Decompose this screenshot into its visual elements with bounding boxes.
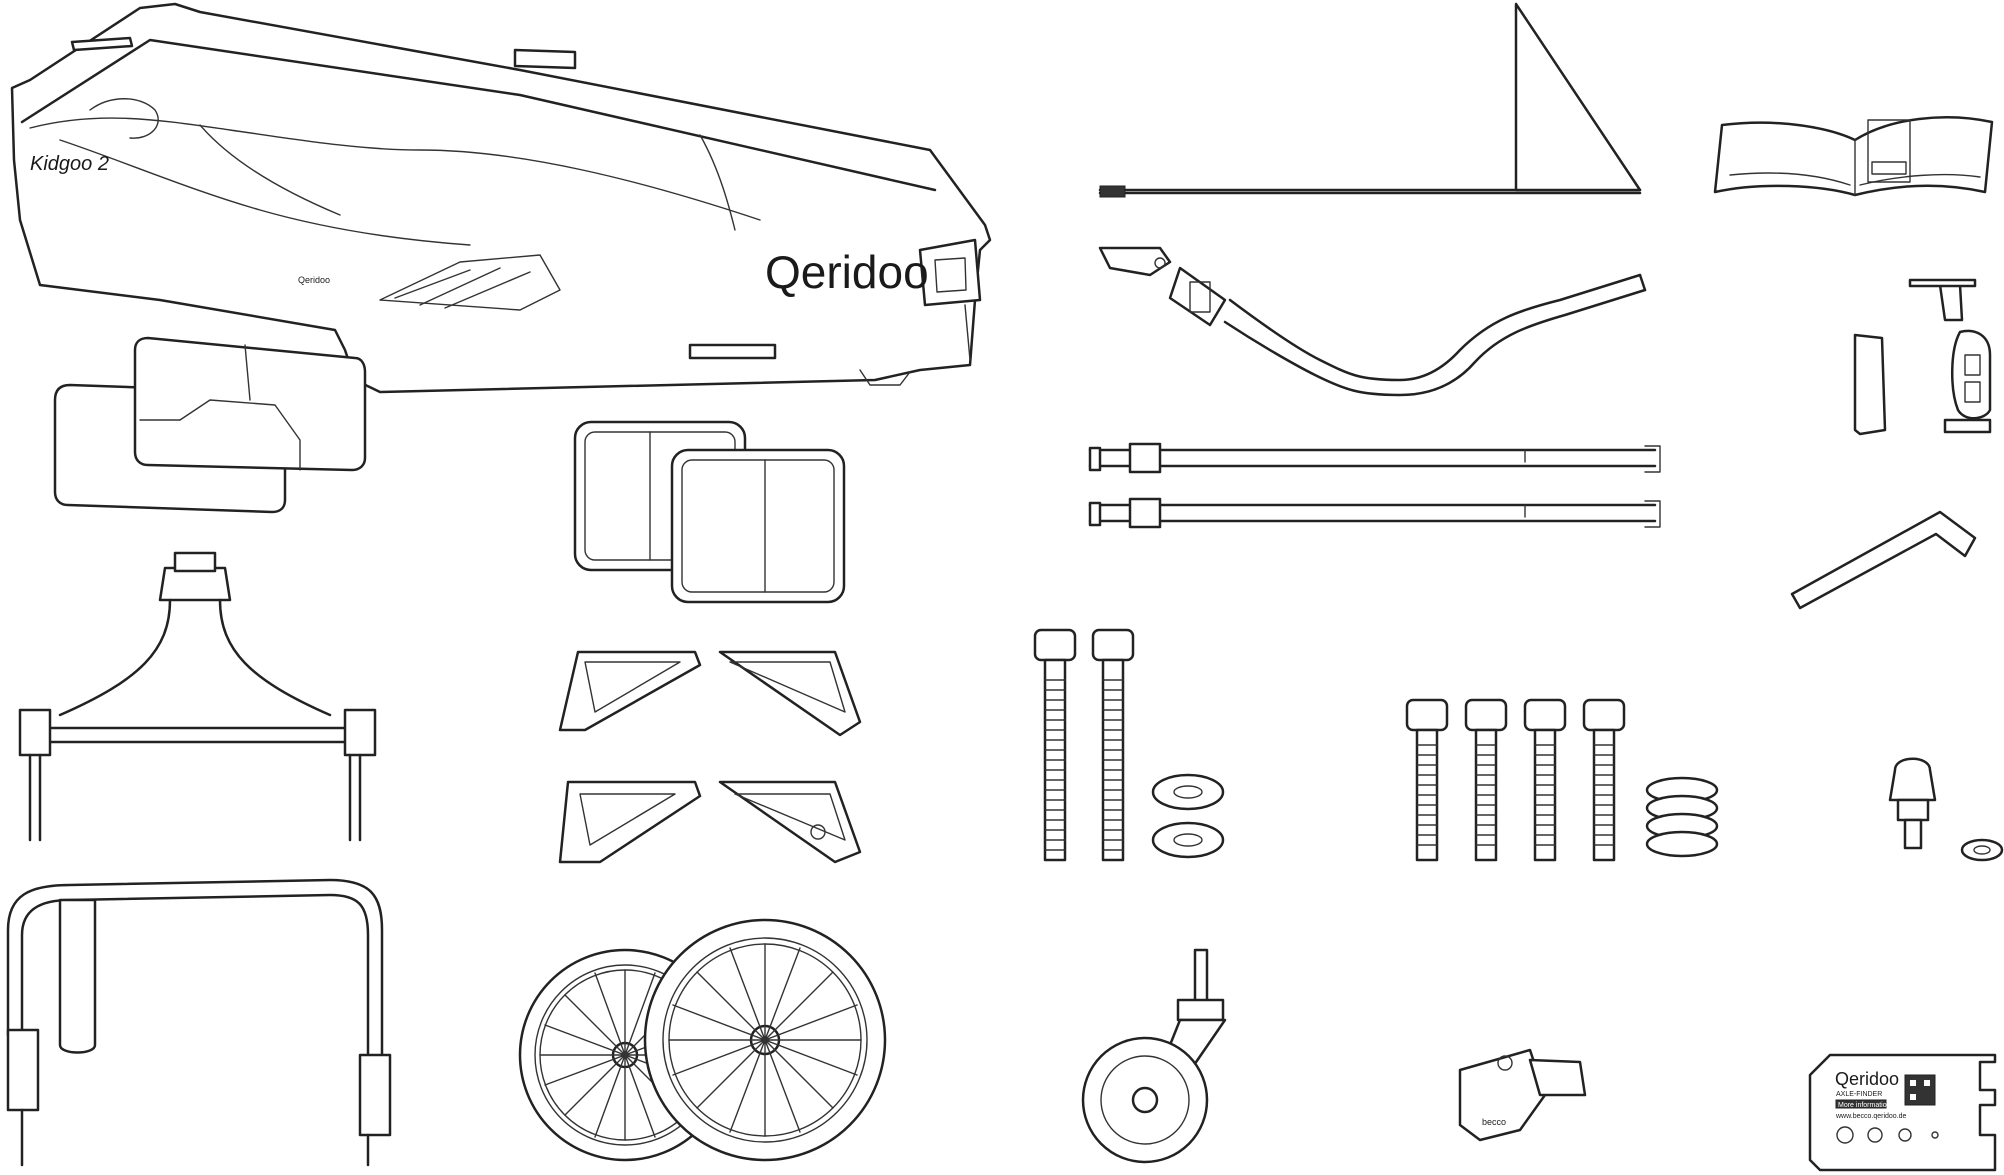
trailer-model-label: Kidgoo 2 [30,153,109,175]
knob-screw [1888,757,2004,862]
straps [1088,442,1661,529]
hex-key-tool [1790,510,1977,610]
user-manual-icon [1713,116,1994,197]
axle-finder-brand: Qeridoo [1835,1069,1899,1089]
safety-flag [1098,2,1642,198]
rear-wheels [518,918,887,1162]
seat-cushions [53,336,367,514]
becco-coupling: becco [1458,1048,1587,1142]
axle-finder-card: Qeridoo AXLE-FINDER More information www… [1808,1053,1997,1172]
trailer-brand-logo: Qeridoo [765,246,929,298]
short-bolts [1405,698,1719,862]
drawbar [1098,246,1647,397]
side-panels [573,420,846,604]
trailer-small-brand-label: Qeridoo [298,275,330,285]
axle-finder-url: www.becco.qeridoo.de [1835,1113,1907,1120]
becco-logo: becco [1482,1117,1506,1127]
push-handle [6,878,392,1167]
trailer-body: Kidgoo 2 Qeridoo Qeridoo [10,2,992,394]
rear-axle-frame [18,551,377,842]
frame-brackets [558,650,862,864]
long-bolts [1033,628,1225,862]
bike-clamp-parts [1853,278,1992,436]
axle-finder-title: AXLE-FINDER [1836,1091,1882,1098]
stroller-wheel [1081,948,1227,1164]
axle-finder-more-info: More information [1838,1102,1891,1109]
